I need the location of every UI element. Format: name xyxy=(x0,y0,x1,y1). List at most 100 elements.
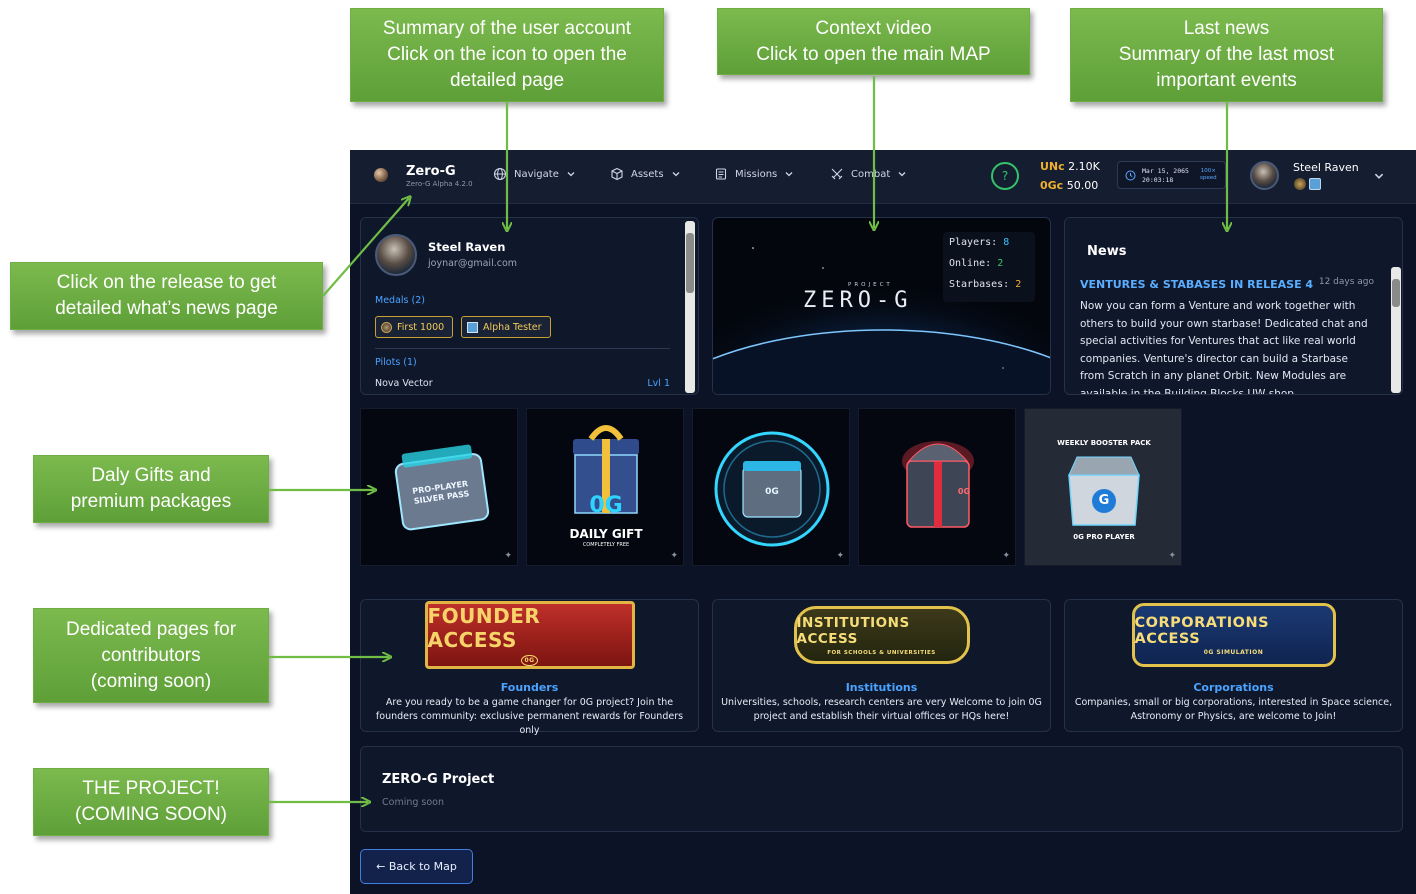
pilot-name[interactable]: Nova Vector xyxy=(375,378,433,389)
cube-icon xyxy=(611,167,623,181)
account-avatar[interactable] xyxy=(375,234,417,276)
scroll-icon xyxy=(715,168,727,180)
corporations-access-banner[interactable]: CORPORATIONS ACCESS 0G SIMULATION xyxy=(1131,603,1336,667)
nav-combat[interactable]: Combat xyxy=(830,167,907,181)
header-user-name[interactable]: Steel Raven xyxy=(1293,161,1359,174)
weekly-booster-sub: 0G PRO PLAYER xyxy=(1073,533,1135,541)
world-stats: Players: 8 Online: 2 Starbases: 2 xyxy=(943,232,1035,302)
release-version-link[interactable]: Zero-G Alpha 4.2.0 xyxy=(406,180,473,188)
daily-gift-0g: 0G xyxy=(589,493,623,518)
gift-0g-crate-circle[interactable]: 0G ✦ xyxy=(692,408,850,566)
project-status: Coming soon xyxy=(382,797,445,808)
news-item-text: Now you can form a Venture and work toge… xyxy=(1080,300,1368,395)
callout-project: THE PROJECT!(COMING SOON) xyxy=(33,768,269,836)
news-item-age: 12 days ago xyxy=(1318,277,1374,287)
clock-speed-value: 100× xyxy=(1200,168,1216,174)
divider xyxy=(375,348,670,349)
contributor-card-founders[interactable]: FOUNDER ACCESS 0G Founders Are you ready… xyxy=(360,599,699,736)
project-panel[interactable]: ZERO-G Project Coming soon xyxy=(360,746,1403,832)
back-to-map-button[interactable]: ← Back to Map xyxy=(360,849,473,884)
nav-navigate-label: Navigate xyxy=(514,168,559,180)
chevron-down-icon xyxy=(567,172,575,177)
chevron-down-icon xyxy=(785,172,793,177)
daily-gift-sub: COMPLETELY FREE xyxy=(582,542,630,548)
nav-assets-label: Assets xyxy=(631,168,664,180)
clock-time: 20:03:18 xyxy=(1142,176,1174,184)
daily-gift-box-icon xyxy=(573,425,639,514)
account-email: joynar@gmail.com xyxy=(428,258,518,269)
alpha-tester-medal-icon xyxy=(1309,178,1321,190)
gift-weekly-booster-pack[interactable]: WEEKLY BOOSTER PACK G 0G PRO PLAYER ✦ xyxy=(1024,408,1182,566)
weekly-booster-title: WEEKLY BOOSTER PACK xyxy=(1057,439,1151,447)
brand-title: Zero-G xyxy=(406,164,456,179)
sparkle-icon: ✦ xyxy=(1002,551,1010,561)
institutions-desc: Universities, schools, research centers … xyxy=(721,697,1042,722)
crate-circle-icon xyxy=(714,431,830,547)
stat-online: Online: 2 xyxy=(949,258,1004,269)
stat-starbases: Starbases: 2 xyxy=(949,279,1022,290)
news-scrollbar[interactable] xyxy=(1391,267,1401,393)
clock-icon xyxy=(1125,170,1136,181)
nav-missions-label: Missions xyxy=(735,168,778,180)
institutions-title: Institutions xyxy=(845,681,918,694)
medal-alpha-tester[interactable]: Alpha Tester xyxy=(461,316,551,338)
booster-chest-icon xyxy=(1068,456,1140,526)
app-window: Zero-G Zero-G Alpha 4.2.0 Navigate Asset… xyxy=(350,150,1416,894)
account-summary-panel: Steel Raven joynar@gmail.com Medals (2) … xyxy=(360,217,699,395)
currency-0gc: 0Gc 50.00 xyxy=(1040,179,1099,192)
gift-daily-gift[interactable]: 0G DAILY GIFT COMPLETELY FREE ✦ xyxy=(526,408,684,566)
clock-speed-label: speed xyxy=(1200,175,1217,181)
institutions-access-banner[interactable]: INSTITUTIONS ACCESS FOR SCHOOLS & UNIVER… xyxy=(793,606,970,664)
brand[interactable]: Zero-G Zero-G Alpha 4.2.0 xyxy=(406,164,473,188)
founders-desc: Are you ready to be a game changer for 0… xyxy=(375,697,684,736)
account-name: Steel Raven xyxy=(428,240,506,254)
gift-0g-alpha-tester-crate[interactable]: 0G ✦ xyxy=(858,408,1016,566)
pilot-level: Lvl 1 xyxy=(647,378,670,389)
crate-circle-label: 0G xyxy=(765,487,779,497)
contributor-card-institutions[interactable]: INSTITUTIONS ACCESS FOR SCHOOLS & UNIVER… xyxy=(712,599,1051,732)
weekly-booster-g: G xyxy=(1098,493,1110,508)
sparkle-icon: ✦ xyxy=(1168,551,1176,561)
user-menu-chevron-icon[interactable] xyxy=(1373,170,1385,182)
daily-gift-title: DAILY GIFT xyxy=(569,527,643,541)
chevron-down-icon xyxy=(898,172,906,177)
founders-title: Founders xyxy=(500,681,559,694)
nav-navigate[interactable]: Navigate xyxy=(493,167,576,181)
planet-logo-icon[interactable] xyxy=(374,168,388,182)
top-bar: Zero-G Zero-G Alpha 4.2.0 Navigate Asset… xyxy=(350,150,1416,204)
contributor-card-corporations[interactable]: CORPORATIONS ACCESS 0G SIMULATION Corpor… xyxy=(1064,599,1403,732)
nav-combat-label: Combat xyxy=(851,168,891,180)
first-1000-medal-icon xyxy=(1294,178,1306,190)
news-title: News xyxy=(1087,244,1127,259)
founder-access-banner[interactable]: FOUNDER ACCESS 0G xyxy=(424,601,635,669)
nav-assets[interactable]: Assets xyxy=(610,167,681,181)
clock-date: Mar 15, 2065 xyxy=(1142,167,1189,175)
chevron-down-icon xyxy=(672,172,680,177)
red-crate-icon xyxy=(902,441,974,528)
silver-pass-crate-icon xyxy=(394,444,490,531)
medal-coin-icon xyxy=(381,321,392,333)
sparkle-icon: ✦ xyxy=(836,551,844,561)
context-video-panel[interactable]: PROJECT ZERO-G Players: 8 Online: 2 Star… xyxy=(712,217,1051,395)
news-item-title[interactable]: VENTURES & STABASES IN RELEASE 4 xyxy=(1080,278,1314,291)
help-button[interactable]: ? xyxy=(991,162,1019,190)
account-scrollbar[interactable] xyxy=(685,221,695,393)
header-avatar[interactable] xyxy=(1250,161,1279,190)
video-project-label: PROJECT xyxy=(848,282,893,288)
news-panel: News VENTURES & STABASES IN RELEASE 4 12… xyxy=(1064,217,1403,395)
earth-horizon-image xyxy=(713,218,1050,394)
medal-first-1000[interactable]: First 1000 xyxy=(375,316,453,338)
help-icon: ? xyxy=(1001,169,1009,183)
sparkle-icon: ✦ xyxy=(504,551,512,561)
stat-players: Players: 8 xyxy=(949,237,1010,248)
nav-missions[interactable]: Missions xyxy=(714,167,794,181)
corporations-desc: Companies, small or big corporations, in… xyxy=(1074,697,1393,722)
globe-icon xyxy=(493,167,507,181)
